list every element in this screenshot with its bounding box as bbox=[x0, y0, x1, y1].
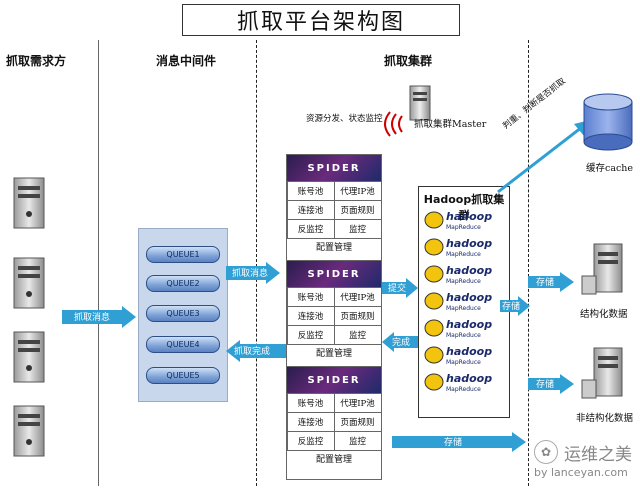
spider-cell: 连接池 bbox=[286, 305, 335, 326]
spider-node: SPIDER 账号池 代理IP池 连接池 页面规则 反监控 监控 配置管理 bbox=[286, 366, 382, 480]
spider-cell: 连接池 bbox=[286, 199, 335, 220]
spider-logo: SPIDER bbox=[287, 155, 381, 181]
svg-text:hadoop: hadoop bbox=[446, 210, 492, 223]
spider-logo: SPIDER bbox=[287, 367, 381, 393]
arrow-complete-label: 完成 bbox=[392, 338, 411, 348]
arrow-complete bbox=[382, 332, 420, 352]
arrow-fetch-msg bbox=[62, 306, 136, 328]
spider-cell: 页面规则 bbox=[333, 199, 382, 220]
diagram-title: 抓取平台架构图 bbox=[182, 4, 460, 36]
spider-cell: 反监控 bbox=[286, 218, 335, 239]
svg-text:MapReduce: MapReduce bbox=[446, 251, 481, 258]
hadoop-logo-icon: hadoop MapReduce bbox=[424, 372, 492, 393]
svg-text:hadoop: hadoop bbox=[446, 372, 492, 385]
arrow-store-hadoop-label: 存储 bbox=[502, 302, 521, 312]
svg-text:hadoop: hadoop bbox=[446, 237, 492, 250]
queue-item: QUEUE1 bbox=[146, 246, 220, 263]
svg-text:MapReduce: MapReduce bbox=[446, 278, 481, 285]
hadoop-logo-icon: hadoop MapReduce bbox=[424, 291, 492, 312]
server-icon bbox=[13, 257, 45, 309]
section-cluster: 抓取集群 bbox=[384, 54, 433, 68]
unstructured-label: 非结构化数据 bbox=[576, 413, 634, 424]
spider-logo: SPIDER bbox=[287, 261, 381, 287]
arrow-store-hadoop bbox=[500, 296, 530, 316]
section-requester: 抓取需求方 bbox=[6, 54, 67, 68]
watermark-name: 运维之美 bbox=[564, 445, 632, 465]
hadoop-logo-icon: hadoop MapReduce bbox=[424, 264, 492, 285]
hadoop-logo-icon: hadoop MapReduce bbox=[424, 210, 492, 231]
spider-cell: 账号池 bbox=[286, 392, 335, 413]
arrow-store-structured-label: 存储 bbox=[536, 278, 555, 288]
section-middleware: 消息中间件 bbox=[156, 54, 217, 68]
svg-text:MapReduce: MapReduce bbox=[446, 224, 481, 231]
master-label: 抓取集群Master bbox=[414, 119, 487, 130]
arrow-to-queue bbox=[226, 340, 286, 362]
svg-text:hadoop: hadoop bbox=[446, 291, 492, 304]
cache-label: 缓存cache bbox=[586, 163, 634, 174]
spider-cell: 反监控 bbox=[286, 324, 335, 345]
wechat-icon: ✿ bbox=[534, 440, 558, 464]
arrow-to-spider bbox=[226, 262, 280, 284]
arrow-to-spider-label: 抓取消息 bbox=[232, 269, 269, 279]
svg-text:hadoop: hadoop bbox=[446, 264, 492, 277]
arrow-store-unstructured-label: 存储 bbox=[536, 380, 555, 390]
spider-node: SPIDER 账号池 代理IP池 连接池 页面规则 反监控 监控 配置管理 bbox=[286, 260, 382, 374]
spider-config: 配置管理 bbox=[315, 242, 352, 253]
watermark-url: by lanceyan.com bbox=[534, 466, 628, 479]
arrow-store-unstructured bbox=[528, 374, 574, 394]
svg-text:MapReduce: MapReduce bbox=[446, 359, 481, 366]
separator-2 bbox=[256, 40, 257, 486]
queue-item: QUEUE5 bbox=[146, 367, 220, 384]
spider-cell: 连接池 bbox=[286, 411, 335, 432]
structured-storage-icon bbox=[581, 243, 623, 295]
master-note: 资源分发、状态监控 bbox=[306, 114, 383, 124]
spider-cell: 账号池 bbox=[286, 286, 335, 307]
spider-cell: 监控 bbox=[333, 218, 382, 239]
hadoop-title: Hadoop抓取集群 bbox=[423, 193, 505, 222]
svg-text:hadoop: hadoop bbox=[446, 345, 492, 358]
arrow-store-bottom bbox=[392, 432, 526, 452]
queue-item: QUEUE3 bbox=[146, 305, 220, 322]
separator-1 bbox=[98, 40, 99, 486]
structured-label: 结构化数据 bbox=[580, 309, 628, 320]
arrow-store-bottom-label: 存储 bbox=[444, 438, 463, 448]
spider-cell: 监控 bbox=[333, 430, 382, 451]
requester-servers bbox=[13, 177, 45, 457]
cache-database-icon bbox=[583, 93, 633, 151]
spider-cell: 代理IP池 bbox=[333, 286, 382, 307]
queue-item: QUEUE2 bbox=[146, 275, 220, 292]
arrow-fetch-msg-label: 抓取消息 bbox=[74, 313, 111, 323]
spider-config: 配置管理 bbox=[315, 454, 352, 465]
separator-3 bbox=[528, 40, 529, 486]
unstructured-storage-icon bbox=[581, 347, 623, 399]
spider-node: SPIDER 账号池 代理IP池 连接池 页面规则 反监控 监控 配置管理 bbox=[286, 154, 382, 268]
server-icon bbox=[13, 177, 45, 229]
queue-item: QUEUE4 bbox=[146, 336, 220, 353]
arrow-to-queue-label: 抓取完成 bbox=[234, 347, 271, 357]
svg-text:MapReduce: MapReduce bbox=[446, 332, 481, 339]
master-server-icon bbox=[384, 85, 431, 137]
spider-cell: 代理IP池 bbox=[333, 392, 382, 413]
svg-text:MapReduce: MapReduce bbox=[446, 305, 481, 312]
hadoop-logo-icon: hadoop MapReduce bbox=[424, 318, 492, 339]
hadoop-logo-icon: hadoop MapReduce bbox=[424, 345, 492, 366]
svg-text:MapReduce: MapReduce bbox=[446, 386, 481, 393]
spider-cell: 账号池 bbox=[286, 180, 335, 201]
hadoop-logo-icon: hadoop MapReduce bbox=[424, 237, 492, 258]
svg-text:hadoop: hadoop bbox=[446, 318, 492, 331]
hadoop-logos: hadoop MapReduce hadoop MapReduce hadoop… bbox=[424, 210, 492, 393]
spider-cell: 页面规则 bbox=[333, 411, 382, 432]
spider-config: 配置管理 bbox=[315, 348, 352, 359]
spider-cell: 反监控 bbox=[286, 430, 335, 451]
server-icon bbox=[13, 405, 45, 457]
spider-cell: 页面规则 bbox=[333, 305, 382, 326]
spider-cell: 监控 bbox=[333, 324, 382, 345]
server-icon bbox=[13, 331, 45, 383]
arrow-store-structured bbox=[528, 272, 574, 292]
arrow-submit-label: 提交 bbox=[388, 284, 407, 294]
arrow-submit bbox=[382, 278, 418, 298]
spider-cell: 代理IP池 bbox=[333, 180, 382, 201]
